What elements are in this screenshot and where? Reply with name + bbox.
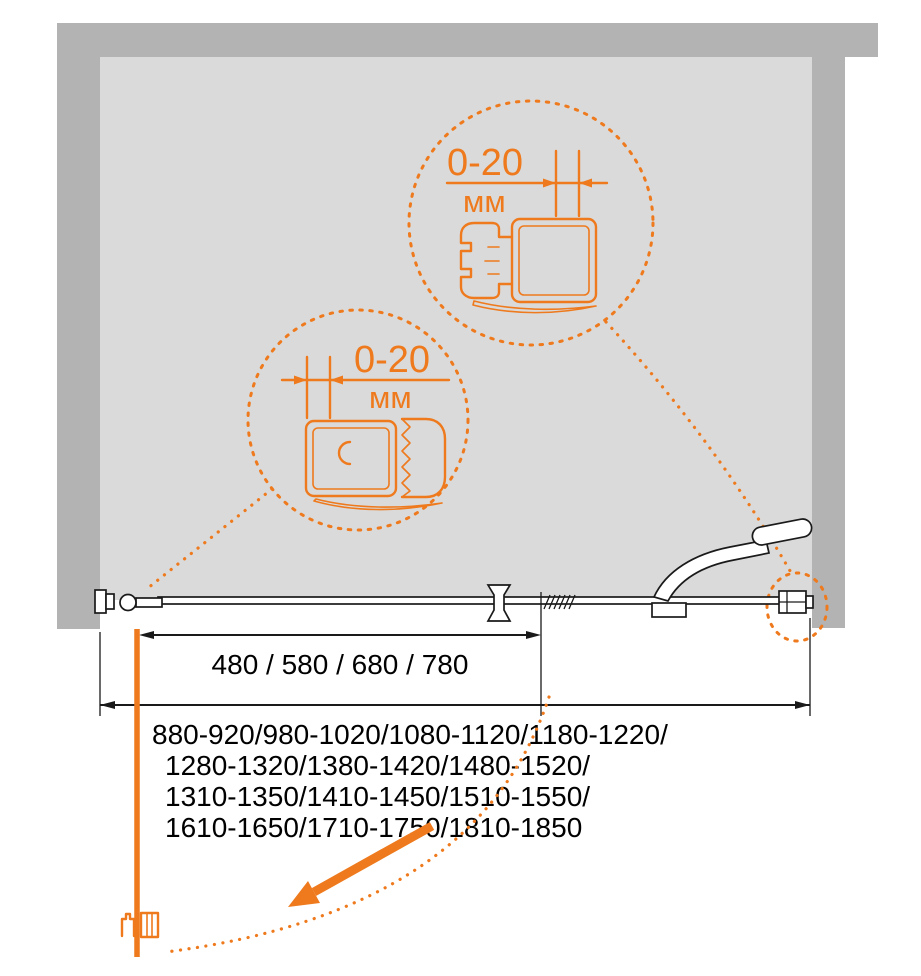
hinge-arm [135, 597, 163, 608]
door-handle-grip [751, 518, 813, 546]
detail-bottom-value: 0-20 [354, 339, 430, 381]
handle-bracket [651, 602, 687, 618]
door-plan-view [94, 518, 814, 622]
profile-detail-bottom: 0-20 мм [280, 339, 451, 511]
door-width-arrow-left [139, 631, 154, 639]
profile-body-inner [518, 225, 590, 296]
end-profile-detail [779, 591, 806, 613]
door-swing [120, 629, 551, 957]
overall-arrow-right [795, 701, 810, 709]
dim-arrow-left [294, 375, 307, 385]
floor-pivot-right-piece [139, 911, 160, 939]
wall-bracket-detail [484, 246, 500, 275]
detail-circle-top [407, 99, 655, 347]
dim-arrow-right [330, 375, 343, 385]
glass-edge-swoosh [313, 498, 443, 511]
dim-arrow-right [579, 178, 592, 188]
door-width-arrow-right [526, 631, 541, 639]
door-handle-arm [652, 539, 771, 603]
dimensions: 480 / 580 / 680 / 780 880-920/980-1020/1… [99, 592, 811, 843]
door-swing-arrow-shaft [311, 822, 435, 896]
hinge-pivot [119, 593, 137, 612]
door-swing-arc [164, 695, 551, 954]
overall-range-line-2: 1280-1320/1380-1420/1480-1520/ [165, 750, 590, 781]
wall-panel [100, 57, 812, 600]
wall-top-bar [57, 23, 878, 57]
detail-top-unit: мм [463, 184, 506, 219]
hinge-assembly [94, 589, 163, 614]
hinge-wall-plate [94, 589, 107, 614]
profile-c-channel [337, 440, 352, 466]
floor-pivot-stripes [146, 912, 153, 938]
wall-bracket [459, 221, 514, 300]
hinge-wall-plate-inner [105, 593, 115, 610]
profile-detail-top: 0-20 мм [445, 142, 609, 314]
wall [57, 23, 878, 629]
dim-arrow-left [543, 178, 556, 188]
profile-body-inner [312, 427, 390, 490]
glass-edge-swoosh [472, 300, 597, 314]
dim-ticks [305, 355, 332, 420]
overall-arrow-left [100, 701, 115, 709]
door-swing-arrow-head [288, 881, 320, 907]
overall-range-line-4: 1610-1650/1710-1750/1810-1850 [165, 812, 582, 843]
door-width-options: 480 / 580 / 680 / 780 [212, 649, 469, 680]
serrated-profile-teeth [401, 418, 411, 498]
overall-range-line-1: 880-920/980-1020/1080-1120/1180-1220/ [152, 719, 668, 750]
door-knob [486, 584, 512, 622]
detail-top-value: 0-20 [447, 142, 523, 184]
leader-line-bottom-detail [146, 487, 274, 590]
detail-circle-door-end [765, 571, 829, 643]
detail-circle-bottom [246, 308, 470, 532]
profile-body [304, 419, 398, 498]
dim-ticks [554, 149, 581, 218]
floor-pivot-left-piece [120, 912, 136, 938]
serrated-profile [400, 417, 447, 499]
wall-right-bar [812, 57, 845, 628]
floor-pivot-icon [120, 911, 160, 939]
overall-range-line-3: 1310-1350/1410-1450/1510-1550/ [165, 781, 590, 812]
end-profile-cap [805, 595, 814, 609]
adjustment-hatch-marks [543, 594, 576, 610]
profile-body [510, 217, 598, 304]
wall-profile-end [778, 590, 814, 614]
detail-bottom-unit: мм [369, 380, 412, 415]
wall-left-bar [57, 23, 100, 629]
